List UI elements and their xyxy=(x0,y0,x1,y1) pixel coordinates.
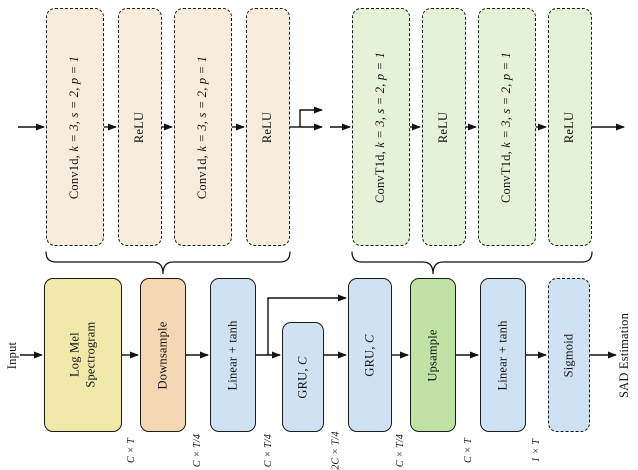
log-mel-spectrogram-label: Log Mel Spectrogram xyxy=(67,321,97,389)
gru-label-1: GRU, C xyxy=(295,355,310,399)
dim-label-2: C × T/4 xyxy=(192,433,204,467)
linear-tanh-block-2: Linear + tanh xyxy=(480,278,526,432)
decoder-relu1-label: ReLU xyxy=(436,111,451,143)
sigmoid-block: Sigmoid xyxy=(548,278,590,432)
dim-label-5: C × T/4 xyxy=(395,433,407,467)
arrow xyxy=(299,106,323,127)
decoder-convt2-block: ConvT1d, k = 3, s = 2, p = 1 xyxy=(478,8,536,246)
encoder-conv2-label: Conv1d, k = 3, s = 2, p = 1 xyxy=(195,55,210,199)
linear-tanh-label-2: Linear + tanh xyxy=(495,319,510,391)
downsample-block: Downsample xyxy=(140,278,186,432)
encoder-relu2-block: ReLU xyxy=(246,8,290,246)
decoder-convt1-label: ConvT1d, k = 3, s = 2, p = 1 xyxy=(373,51,388,203)
gru-block-2: GRU, C xyxy=(348,278,392,432)
encoder-conv1-block: Conv1d, k = 3, s = 2, p = 1 xyxy=(46,8,104,246)
encoder-relu1-block: ReLU xyxy=(118,8,162,246)
linear-tanh-label-1: Linear + tanh xyxy=(225,319,240,391)
linear-tanh-block-1: Linear + tanh xyxy=(210,278,256,432)
encoder-relu1-label: ReLU xyxy=(132,111,147,143)
encoder-relu2-label: ReLU xyxy=(260,111,275,143)
downsample-label: Downsample xyxy=(155,321,170,389)
dim-label-3: C × T/4 xyxy=(263,433,275,467)
decoder-convt1-block: ConvT1d, k = 3, s = 2, p = 1 xyxy=(352,8,410,246)
dim-label-4: 2C × T/4 xyxy=(330,430,342,470)
input-label: Input xyxy=(5,341,20,369)
dim-label-6: C × T xyxy=(462,437,474,463)
gru-block-1: GRU, C xyxy=(282,322,324,432)
decoder-convt2-label: ConvT1d, k = 3, s = 2, p = 1 xyxy=(499,51,514,203)
dim-label-7: 1 × T xyxy=(531,438,543,462)
output-label: SAD Estimation xyxy=(617,312,632,398)
decoder-brace xyxy=(351,251,593,275)
upsample-block: Upsample xyxy=(410,278,456,432)
decoder-relu2-label: ReLU xyxy=(562,111,577,143)
log-mel-spectrogram-block: Log Mel Spectrogram xyxy=(44,278,122,432)
encoder-conv2-block: Conv1d, k = 3, s = 2, p = 1 xyxy=(174,8,232,246)
upsample-label: Upsample xyxy=(425,328,440,382)
encoder-conv1-label: Conv1d, k = 3, s = 2, p = 1 xyxy=(67,55,82,199)
encoder-brace xyxy=(45,251,291,275)
dim-label-1: C × T xyxy=(125,437,137,463)
decoder-relu1-block: ReLU xyxy=(422,8,466,246)
sigmoid-label: Sigmoid xyxy=(561,333,576,377)
decoder-relu2-block: ReLU xyxy=(548,8,592,246)
gru-label-2: GRU, C xyxy=(362,333,377,377)
